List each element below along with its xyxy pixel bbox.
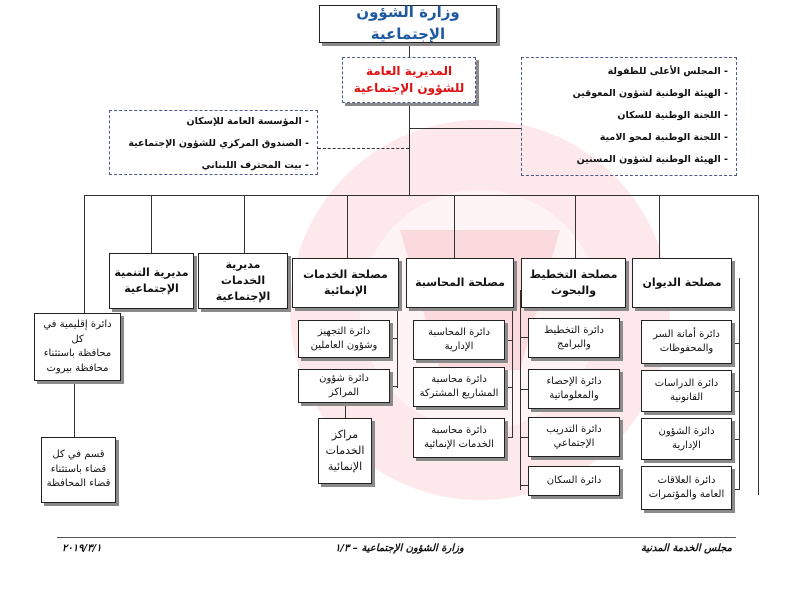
connector [505, 340, 512, 341]
list-item: - بيت المحترف اللبناني [201, 160, 309, 171]
connector [345, 403, 346, 418]
connector [575, 195, 576, 258]
diwan-unit-box: دائرة العلاقات العامة والمؤتمرات [641, 466, 732, 510]
connector [454, 195, 455, 258]
ministry-title: وزارة الشؤون الإجتماعية [356, 3, 460, 43]
development-unit-box: دائرة شؤون المراكز [298, 369, 390, 403]
connector [318, 148, 409, 149]
connector [739, 278, 740, 490]
planning-unit-box: دائرة الإحصاء والمعلوماتية [528, 369, 620, 409]
list-item: - الهيئة الوطنية لشؤون المعوقين [572, 88, 728, 99]
footer-center: وزارة الشؤون الإجتماعية – ١/٣ [335, 543, 464, 554]
regional-department-label: دائرة إقليمية في كل محافظة باستثناء محاف… [43, 319, 112, 374]
connector [244, 195, 245, 253]
development-unit-box: دائرة التجهيز وشؤون العاملين [298, 320, 390, 358]
connector [397, 308, 398, 388]
connector [520, 437, 528, 438]
connector [151, 195, 152, 253]
general-directorate-box: المديرية العامة للشؤون الإجتماعية [342, 57, 476, 103]
connector [84, 195, 759, 196]
planning-unit-label: دائرة التدريب الإجتماعي [546, 423, 602, 450]
accounting-unit-box: دائرة محاسبة المشاريع المشتركة [413, 367, 505, 407]
diwan-unit-box: دائرة أمانة السر والمحفوظات [641, 320, 732, 364]
footer-divider [57, 537, 736, 538]
connector [520, 485, 528, 486]
accounting-unit-label: دائرة المحاسبة الإدارية [428, 326, 490, 353]
development-centers-label: مراكز الخدمات الإنمائية [325, 428, 365, 473]
connector [390, 338, 397, 339]
connector [505, 387, 512, 388]
diwan-unit-box: دائرة الشؤون الإدارية [641, 418, 732, 460]
connector [409, 103, 410, 195]
planning-unit-label: دائرة التخطيط والبرامج [544, 324, 604, 351]
dept-social-development: مديرية التنمية الإجتماعية [109, 253, 194, 309]
connector [409, 43, 410, 57]
diwan-unit-label: دائرة أمانة السر والمحفوظات [653, 328, 720, 355]
dept-diwan-label: مصلحة الديوان [642, 276, 722, 290]
accounting-unit-label: دائرة محاسبة المشاريع المشتركة [419, 373, 499, 400]
connector [520, 389, 528, 390]
development-unit-label: دائرة شؤون المراكز [319, 372, 369, 399]
connector [74, 381, 75, 437]
connector [347, 195, 348, 258]
connector [758, 195, 759, 495]
connector [505, 437, 512, 438]
diwan-unit-label: دائرة الشؤون الإدارية [658, 425, 715, 452]
connector [520, 337, 528, 338]
connector [659, 195, 660, 258]
list-item: - اللجنة الوطنية للسكان [617, 110, 728, 121]
regional-department-box: دائرة إقليمية في كل محافظة باستثناء محاف… [34, 313, 121, 381]
connector [84, 195, 85, 313]
development-unit-label: دائرة التجهيز وشؤون العاملين [310, 325, 378, 352]
diwan-unit-label: دائرة العلاقات العامة والمؤتمرات [648, 474, 725, 501]
connector [409, 128, 521, 129]
dept-social-development-label: مديرية التنمية الإجتماعية [114, 266, 189, 295]
dept-development-services: مصلحة الخدمات الإنمائية [292, 258, 399, 308]
connector [732, 391, 739, 392]
planning-unit-label: دائرة السكان [546, 474, 602, 486]
connector [512, 290, 513, 438]
list-item: - الهيئة الوطنية لشؤون المسنين [576, 154, 728, 165]
planning-unit-label: دائرة الإحصاء والمعلوماتية [546, 375, 602, 402]
list-item: - الصندوق المركزي للشؤون الإجتماعية [128, 138, 309, 149]
planning-unit-box: دائرة التخطيط والبرامج [528, 318, 620, 358]
footer-right: ٢٠١٩/٣/١ [62, 543, 102, 554]
list-item: - المؤسسة العامة للإسكان [186, 116, 309, 127]
planning-unit-box: دائرة السكان [528, 466, 620, 496]
dept-social-services-label: مديرية الخدمات الإجتماعية [215, 258, 271, 303]
dept-diwan: مصلحة الديوان [632, 258, 732, 308]
dept-development-services-label: مصلحة الخدمات الإنمائية [303, 268, 388, 297]
ministry-title-box: وزارة الشؤون الإجتماعية [319, 3, 497, 43]
dept-social-services: مديرية الخدمات الإجتماعية [198, 253, 288, 309]
district-section-label: قسم في كل قضاء باستثناء قضاء المحافظة [46, 449, 111, 490]
list-item: - المجلس الأعلى للطفولة [607, 66, 728, 77]
footer-left: مجلس الخدمة المدنية [640, 543, 732, 554]
diwan-unit-box: دائرة الدراسات القانونية [641, 370, 732, 412]
accounting-unit-label: دائرة محاسبة الخدمات الإنمائية [424, 424, 494, 451]
connector [520, 290, 521, 490]
connector [732, 439, 739, 440]
councils-list: - المجلس الأعلى للطفولة - الهيئة الوطنية… [521, 57, 737, 176]
accounting-unit-box: دائرة المحاسبة الإدارية [413, 320, 505, 360]
list-item: - اللجنة الوطنية لمحو الامية [599, 132, 728, 143]
dept-planning: مصلحة التخطيط والبحوث [521, 258, 626, 308]
district-section-box: قسم في كل قضاء باستثناء قضاء المحافظة [41, 437, 116, 503]
connector [732, 489, 739, 490]
general-directorate-label: المديرية العامة للشؤون الإجتماعية [353, 63, 465, 95]
dept-planning-label: مصلحة التخطيط والبحوث [529, 268, 618, 297]
institutions-list: - المؤسسة العامة للإسكان - الصندوق المرك… [109, 110, 318, 175]
development-centers-box: مراكز الخدمات الإنمائية [318, 418, 372, 484]
planning-unit-box: دائرة التدريب الإجتماعي [528, 417, 620, 457]
connector [390, 386, 397, 387]
accounting-unit-box: دائرة محاسبة الخدمات الإنمائية [413, 418, 505, 458]
dept-accounting: مصلحة المحاسبة [406, 258, 514, 308]
diwan-unit-label: دائرة الدراسات القانونية [654, 377, 719, 404]
connector [732, 343, 739, 344]
dept-accounting-label: مصلحة المحاسبة [415, 276, 505, 290]
